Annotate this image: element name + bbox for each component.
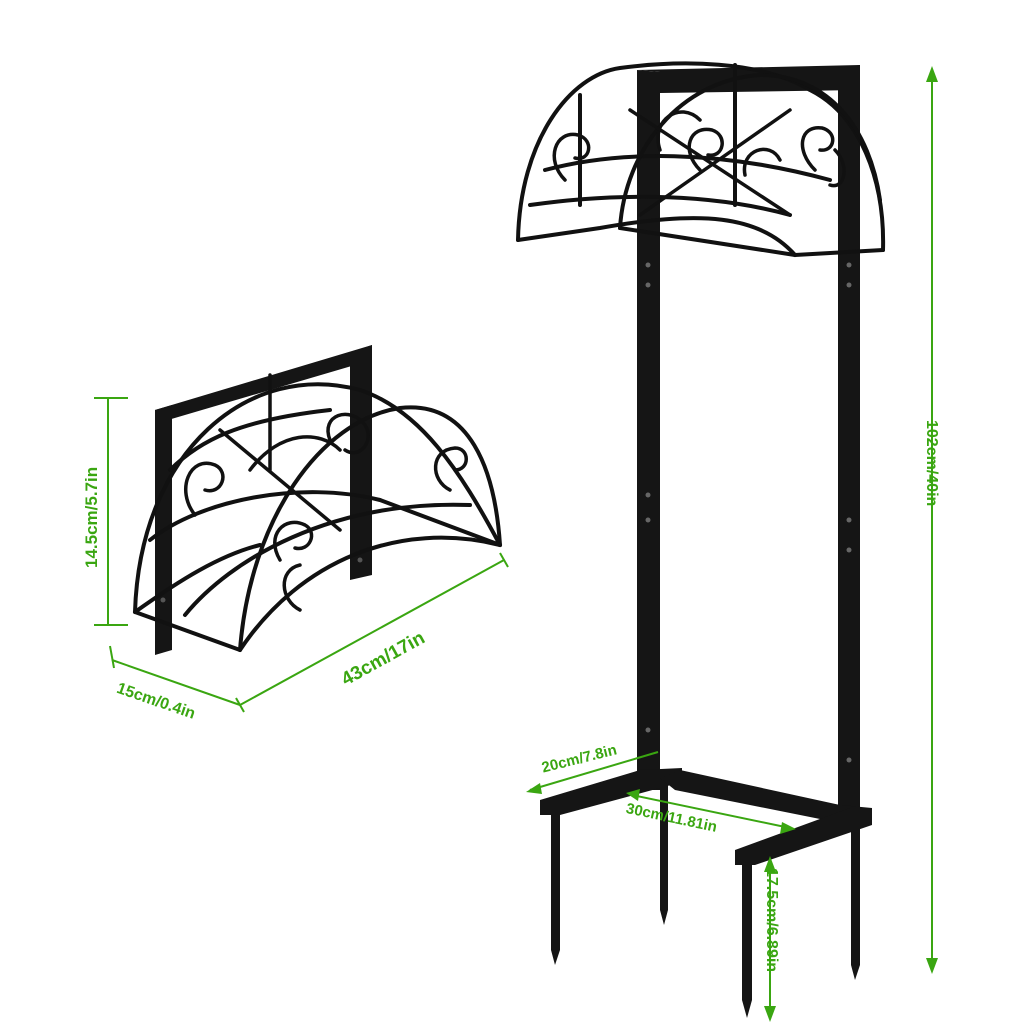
stand-hose-hanger	[516, 61, 886, 257]
stand-ground-stakes	[551, 785, 860, 1018]
dimension-lines	[94, 72, 933, 1018]
wall-rack-depth-line	[111, 659, 241, 706]
wall-mount-hose-rack	[133, 345, 502, 655]
stand-bolt-holes	[645, 262, 852, 763]
wall-rack-width-line	[239, 559, 505, 706]
stand-height-label: 102cm/40in	[923, 420, 940, 507]
wall-rack-height-label: 14.5cm/5.7in	[82, 466, 101, 568]
stand-left-post	[637, 70, 660, 790]
stand-right-post	[838, 65, 860, 822]
wall-rack-scrolls	[184, 373, 468, 612]
stand-hanger-scrolls	[552, 108, 846, 217]
dimension-arrowheads	[526, 66, 938, 1022]
stand-base-width-line	[529, 751, 659, 791]
stand-stake-label: 17.5cm/6.89in	[763, 868, 780, 973]
stand-base-depth-line	[631, 794, 791, 829]
stand-base	[540, 768, 872, 865]
freestanding-hose-stand	[516, 61, 886, 1018]
wall-rack-arcs	[133, 382, 502, 652]
